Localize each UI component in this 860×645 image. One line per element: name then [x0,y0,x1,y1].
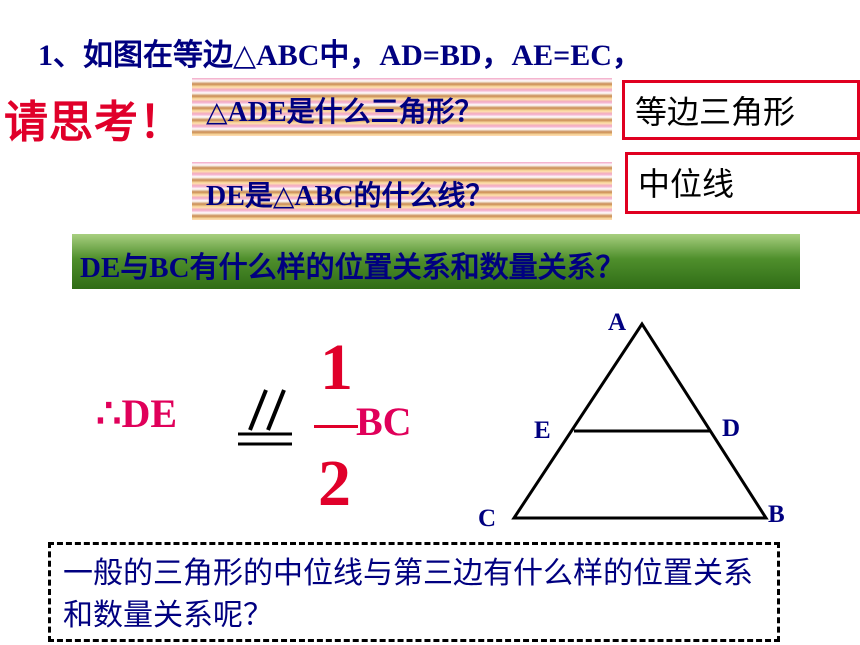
green-question-bar: DE与BC有什么样的位置关系和数量关系？ [72,234,800,289]
fraction-bar [314,425,358,428]
conclusion-prefix: ∴DE [96,391,178,436]
question-box-2: DE是△ABC的什么线？ [192,162,612,220]
slide-title: 1、如图在等边△ABC中，AD=BD，AE=EC， [38,39,642,72]
green-question-text: DE与BC有什么样的位置关系和数量关系？ [80,252,625,284]
think-prompt: 请思考！ [4,98,184,147]
question-box-1: △ADE是什么三角形？ [192,78,612,136]
parallel-equal-symbol [238,389,292,446]
answer-box-1: 等边三角形 [622,80,860,140]
answer-2-text: 中位线 [638,165,735,203]
fraction-denominator: 2 [318,447,351,520]
vertex-label-b: B [768,501,785,528]
vertex-label-c: C [478,505,496,532]
question-2-text: DE是△ABC的什么线？ [206,181,494,212]
vertex-label-e: E [534,417,551,444]
conclusion-suffix: BC [356,399,412,444]
answer-box-2: 中位线 [625,152,860,214]
triangle-abc [511,321,769,520]
fraction-numerator: 1 [320,331,353,404]
bottom-question-box: 一般的三角形的中位线与第三边有什么样的位置关系和数量关系呢？ [48,542,780,642]
bottom-question-text: 一般的三角形的中位线与第三边有什么样的位置关系和数量关系呢？ [63,556,753,633]
vertex-label-a: A [608,309,626,336]
vertex-label-d: D [722,415,740,442]
question-1-text: △ADE是什么三角形？ [206,97,483,128]
triangle-diagram: A E D C B [478,309,785,532]
answer-1-text: 等边三角形 [635,93,796,131]
